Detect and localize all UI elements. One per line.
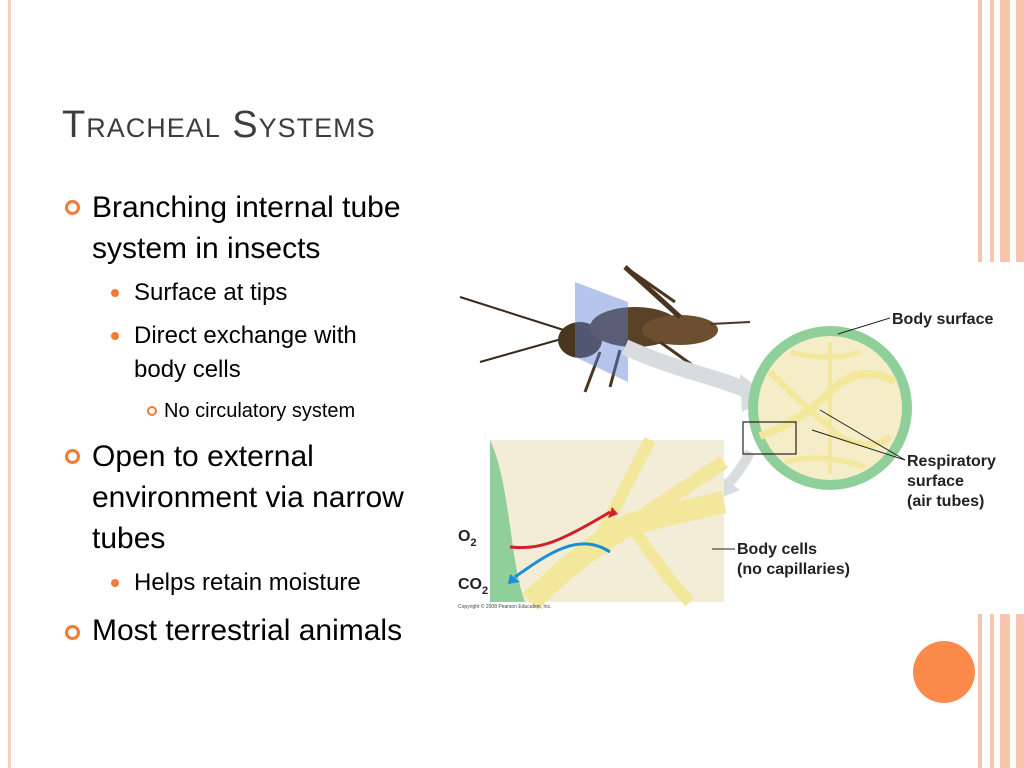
bullet-level2: Direct exchange with body cells — [134, 322, 357, 383]
frame-stripes-bottom — [978, 614, 1024, 768]
bullet-level3: No circulatory system — [164, 400, 356, 422]
cricket-illustration — [459, 265, 751, 393]
o2-arrow — [509, 510, 611, 550]
label-respiratory-3: (air tubes) — [907, 493, 984, 510]
label-body-cells-2: (no capillaries) — [737, 561, 850, 578]
bullet-ring-small-icon — [147, 406, 157, 416]
gray-arrow — [621, 339, 754, 400]
label-respiratory-2: surface — [907, 473, 964, 490]
bullet-level2: Helps retain moisture — [134, 569, 361, 596]
section-plane — [575, 282, 628, 382]
decorative-orange-circle — [913, 641, 975, 703]
bullet-ring-icon — [65, 200, 80, 215]
zoom-box — [742, 421, 797, 455]
bullet-level1: Open to external environment via narrow … — [92, 440, 404, 555]
bullet-level1: Most terrestrial animals — [92, 614, 403, 647]
tracheal-figure: Body surface Respiratory surface (air tu… — [450, 262, 1024, 614]
bullet-level1: Branching internal tube system in insect… — [92, 191, 401, 265]
bullet-ring-icon — [65, 449, 80, 464]
co2-arrow — [514, 542, 611, 579]
bullet-dot-icon — [111, 332, 119, 340]
magnified-panel — [490, 437, 728, 610]
label-body-surface: Body surface — [892, 311, 993, 328]
bullet-dot-icon — [111, 289, 119, 297]
bullet-dot-icon — [111, 579, 119, 587]
copyright-note: Copyright © 2008 Pearson Education, Inc. — [458, 603, 551, 610]
frame-left-line — [8, 0, 11, 768]
label-body-cells-1: Body cells — [737, 541, 817, 558]
label-co2: CO2 — [458, 576, 488, 597]
slide-title: Tracheal Systems — [62, 104, 376, 146]
bullet-level2: Surface at tips — [134, 279, 288, 306]
frame-stripes-top — [978, 0, 1024, 262]
bullet-ring-icon — [65, 625, 80, 640]
label-respiratory-1: Respiratory — [907, 453, 996, 470]
label-o2: O2 — [458, 528, 477, 549]
